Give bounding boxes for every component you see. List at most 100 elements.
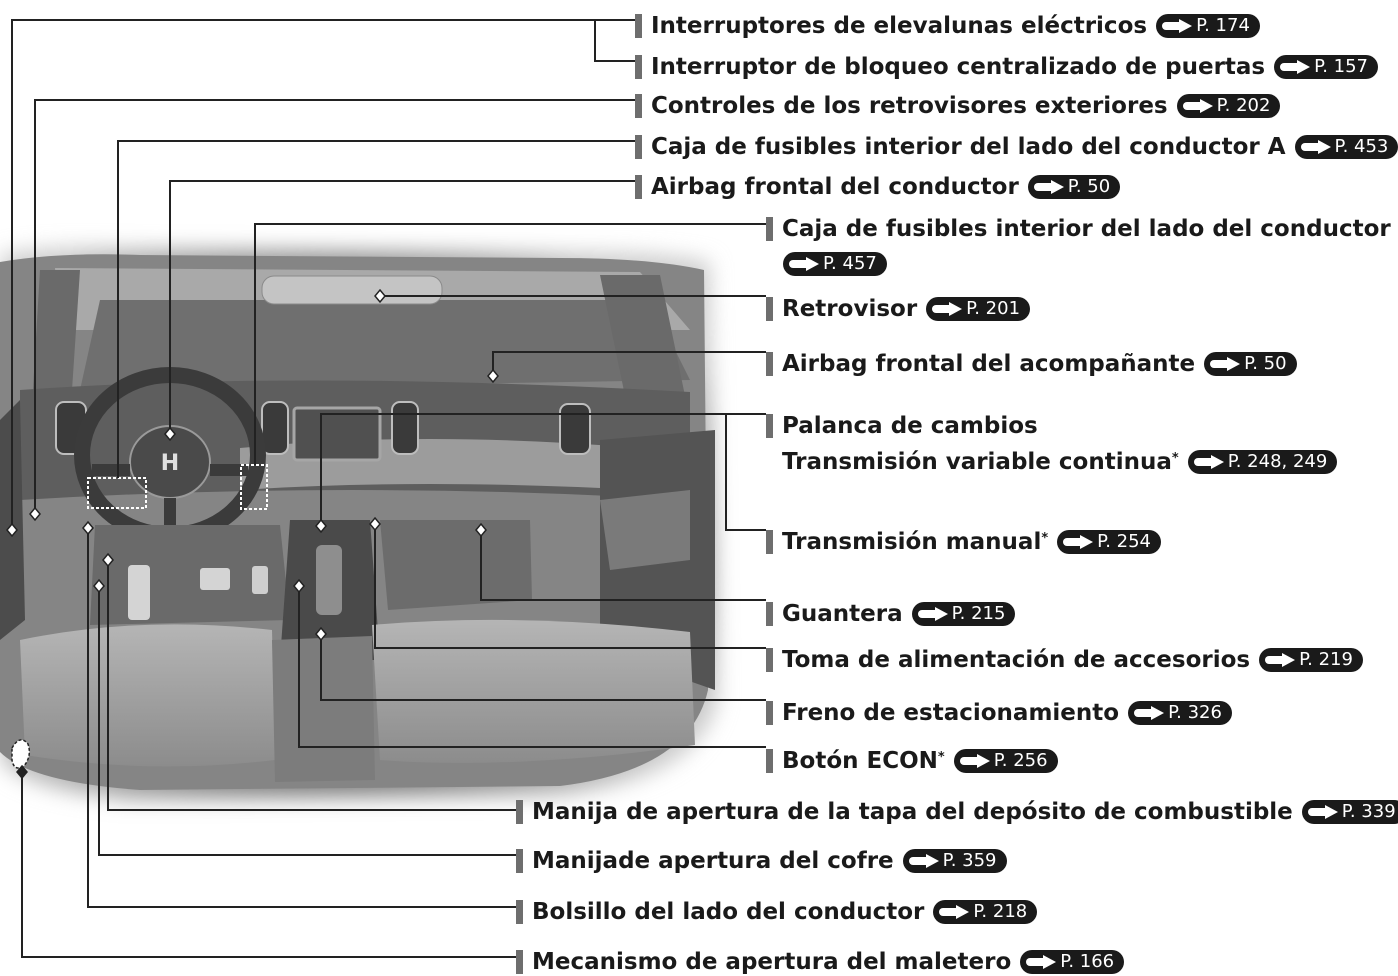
label-text: Transmisión variable continua bbox=[782, 449, 1172, 475]
footnote-asterisk: * bbox=[1041, 531, 1049, 546]
label-text: Manijade apertura del cofre bbox=[532, 848, 894, 874]
label-text: Interruptores de elevalunas eléctricos bbox=[651, 13, 1148, 39]
label-trunk-release: Mecanismo de apertura del maletero P. 16… bbox=[516, 947, 1125, 976]
page-ref-link[interactable]: P. 201 bbox=[926, 297, 1031, 321]
page-ref-link[interactable]: P. 256 bbox=[953, 749, 1058, 773]
label-cvt: Transmisión variable continua* P. 248, 2… bbox=[782, 447, 1338, 477]
label-fuse-box-a: Caja de fusibles interior del lado del c… bbox=[635, 132, 1398, 162]
page-ref-link[interactable]: P. 157 bbox=[1274, 55, 1378, 79]
arrow-icon bbox=[1134, 706, 1165, 720]
page-ref-link[interactable]: P. 202 bbox=[1176, 94, 1281, 118]
label-master-door-lock-switch: Interruptor de bloqueo centralizado de p… bbox=[635, 52, 1378, 82]
leader-hood bbox=[98, 586, 516, 856]
label-text: Retrovisor bbox=[782, 296, 918, 322]
label-fuse-box-b: Caja de fusibles interior del lado del c… bbox=[766, 214, 1398, 244]
label-econ-button: Botón ECON* P. 256 bbox=[766, 746, 1058, 776]
label-manual-transmission: Transmisión manual* P. 254 bbox=[766, 527, 1162, 557]
arrow-icon bbox=[1193, 455, 1224, 469]
label-driver-front-airbag: Airbag frontal del conductor P. 50 bbox=[635, 172, 1121, 202]
page-ref-link[interactable]: P. 457 bbox=[783, 252, 887, 276]
leader-pass-airbag bbox=[492, 351, 766, 376]
label-text: Botón ECON bbox=[782, 748, 938, 774]
label-shift-lever: Palanca de cambios bbox=[766, 411, 1038, 441]
page-ref-link[interactable]: P. 219 bbox=[1259, 648, 1363, 672]
arrow-icon bbox=[1210, 357, 1241, 371]
label-passenger-front-airbag: Airbag frontal del acompañante P. 50 bbox=[766, 349, 1297, 379]
arrow-icon bbox=[917, 607, 948, 621]
page-ref-link[interactable]: P. 254 bbox=[1057, 530, 1162, 554]
arrow-icon bbox=[1265, 653, 1296, 667]
label-rearview-mirror: Retrovisor P. 201 bbox=[766, 294, 1031, 324]
page-ref-link[interactable]: P. 359 bbox=[902, 849, 1007, 873]
label-text: Airbag frontal del acompañante bbox=[782, 351, 1196, 377]
label-text: Bolsillo del lado del conductor bbox=[532, 899, 925, 925]
leader-socket bbox=[374, 524, 766, 649]
leader-power-window bbox=[11, 19, 635, 530]
label-text: Guantera bbox=[782, 601, 903, 627]
label-text: Manija de apertura de la tapa del depósi… bbox=[532, 799, 1293, 825]
label-glove-box: Guantera P. 215 bbox=[766, 599, 1016, 629]
label-accessory-power-socket: Toma de alimentación de accesorios P. 21… bbox=[766, 645, 1363, 675]
label-text: Caja de fusibles interior del lado del c… bbox=[782, 216, 1398, 242]
label-text: Controles de los retrovisores exteriores bbox=[651, 93, 1168, 119]
leader-fuel bbox=[107, 560, 516, 811]
page-ref-link[interactable]: P. 453 bbox=[1294, 135, 1398, 159]
arrow-icon bbox=[1307, 805, 1338, 819]
arrow-icon bbox=[1063, 535, 1094, 549]
arrow-icon bbox=[932, 302, 963, 316]
arrow-icon bbox=[908, 854, 939, 868]
steering-logo: H bbox=[161, 451, 179, 476]
label-text: Toma de alimentación de accesorios bbox=[782, 647, 1251, 673]
arrow-icon bbox=[1182, 99, 1213, 113]
page-ref-link[interactable]: P. 215 bbox=[911, 602, 1016, 626]
leader-shift bbox=[320, 413, 766, 526]
label-text: Transmisión manual bbox=[782, 529, 1042, 555]
arrow-icon bbox=[959, 754, 990, 768]
page-ref-link[interactable]: P. 248, 249 bbox=[1187, 450, 1338, 474]
label-door-mirror-controls: Controles de los retrovisores exteriores… bbox=[635, 91, 1281, 121]
arrow-icon bbox=[789, 257, 819, 271]
label-text: Mecanismo de apertura del maletero bbox=[532, 949, 1012, 975]
leader-parking bbox=[320, 634, 766, 701]
page-ref-link[interactable]: P. 50 bbox=[1027, 175, 1121, 199]
arrow-icon bbox=[939, 905, 970, 919]
leader-driver-airbag bbox=[169, 180, 635, 434]
footnote-asterisk: * bbox=[1171, 451, 1179, 466]
point-markers bbox=[6, 288, 499, 780]
page-ref-link[interactable]: P. 339 bbox=[1301, 800, 1398, 824]
leader-fuse-b bbox=[254, 223, 766, 465]
label-text: Airbag frontal del conductor bbox=[651, 174, 1019, 200]
arrow-icon bbox=[1162, 19, 1193, 33]
leader-door-lock bbox=[594, 20, 635, 62]
label-driver-side-pocket: Bolsillo del lado del conductor P. 218 bbox=[516, 897, 1038, 927]
page-ref-link[interactable]: P. 50 bbox=[1204, 352, 1297, 376]
label-text: Freno de estacionamiento bbox=[782, 700, 1120, 726]
page-ref-link[interactable]: P. 166 bbox=[1020, 950, 1125, 974]
label-parking-brake: Freno de estacionamiento P. 326 bbox=[766, 698, 1232, 728]
label-text: Caja de fusibles interior del lado del c… bbox=[651, 134, 1286, 160]
leader-mirror-controls bbox=[34, 99, 635, 514]
leader-pocket bbox=[87, 528, 516, 908]
leader-glove bbox=[480, 530, 766, 601]
label-text: Palanca de cambios bbox=[782, 413, 1038, 439]
leader-econ bbox=[298, 586, 766, 748]
leader-trunk bbox=[21, 772, 516, 958]
label-fuel-fill-door-release: Manija de apertura de la tapa del depósi… bbox=[516, 797, 1398, 827]
arrow-icon bbox=[1026, 955, 1057, 969]
label-text: Interruptor de bloqueo centralizado de p… bbox=[651, 54, 1266, 80]
label-power-window-switches: Interruptores de elevalunas eléctricos P… bbox=[635, 11, 1260, 41]
footnote-asterisk: * bbox=[937, 750, 945, 765]
leader-fuse-a bbox=[117, 140, 635, 478]
page-ref-link[interactable]: P. 326 bbox=[1128, 701, 1232, 725]
arrow-icon bbox=[1033, 180, 1064, 194]
arrow-icon bbox=[1280, 60, 1311, 74]
page-ref-link[interactable]: P. 218 bbox=[933, 900, 1038, 924]
label-hood-release: Manijade apertura del cofre P. 359 bbox=[516, 846, 1007, 876]
label-fuse-box-b-ref: P. 457 bbox=[774, 252, 887, 276]
arrow-icon bbox=[1300, 140, 1331, 154]
page-ref-link[interactable]: P. 174 bbox=[1156, 14, 1260, 38]
leader-manual bbox=[725, 414, 766, 531]
